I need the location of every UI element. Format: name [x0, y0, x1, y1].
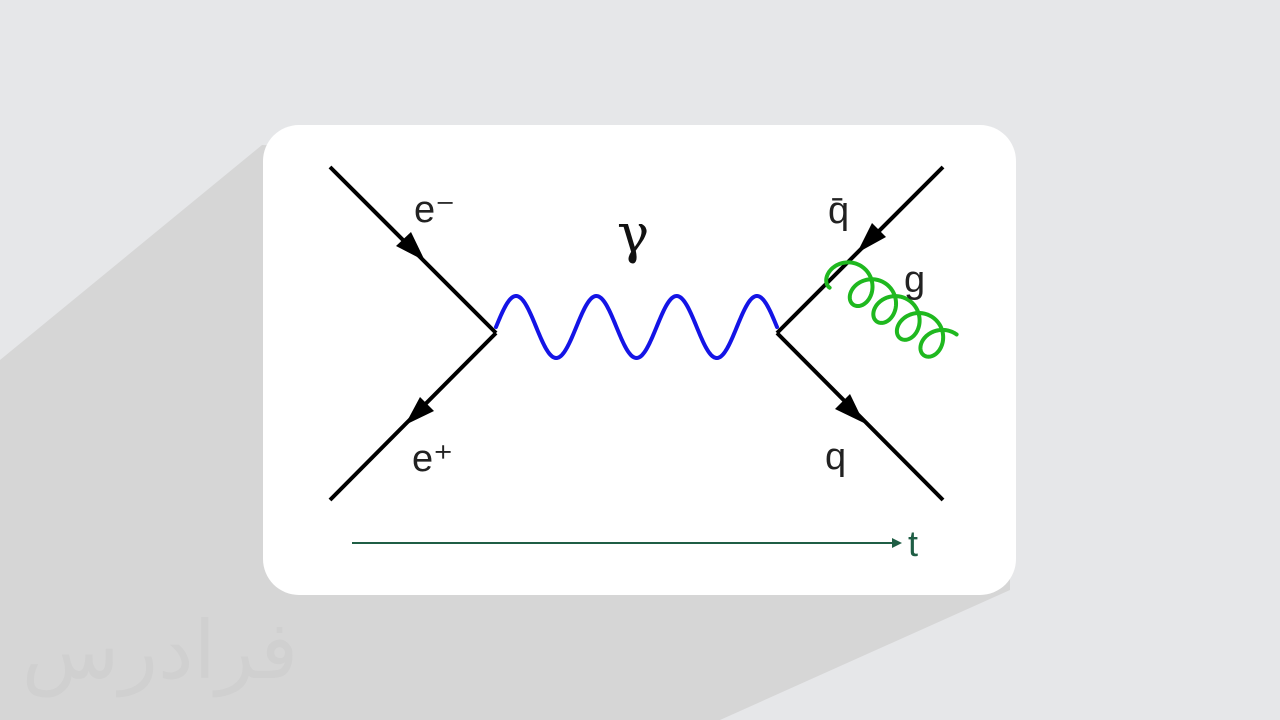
electron-arrow-icon: [396, 232, 425, 261]
photon-label: γ: [617, 202, 649, 265]
fermion-arrowheads: [396, 223, 886, 425]
antiquark-arrow-icon: [857, 223, 886, 253]
diagram-card: [263, 125, 1016, 595]
gluon-curly-line: [824, 260, 959, 359]
positron-label: e⁺: [412, 438, 453, 480]
gluon-label: g: [904, 259, 925, 301]
quark-label: q: [825, 436, 846, 478]
time-axis-label: t: [908, 523, 918, 564]
electron-label: e⁻: [414, 189, 455, 231]
antiquark-label: q̄: [828, 190, 849, 232]
positron-arrow-icon: [405, 397, 434, 425]
watermark-logo-text: فرادرس: [22, 604, 299, 698]
photon-wavy-line: [494, 293, 779, 361]
quark-arrow-icon: [835, 394, 864, 423]
